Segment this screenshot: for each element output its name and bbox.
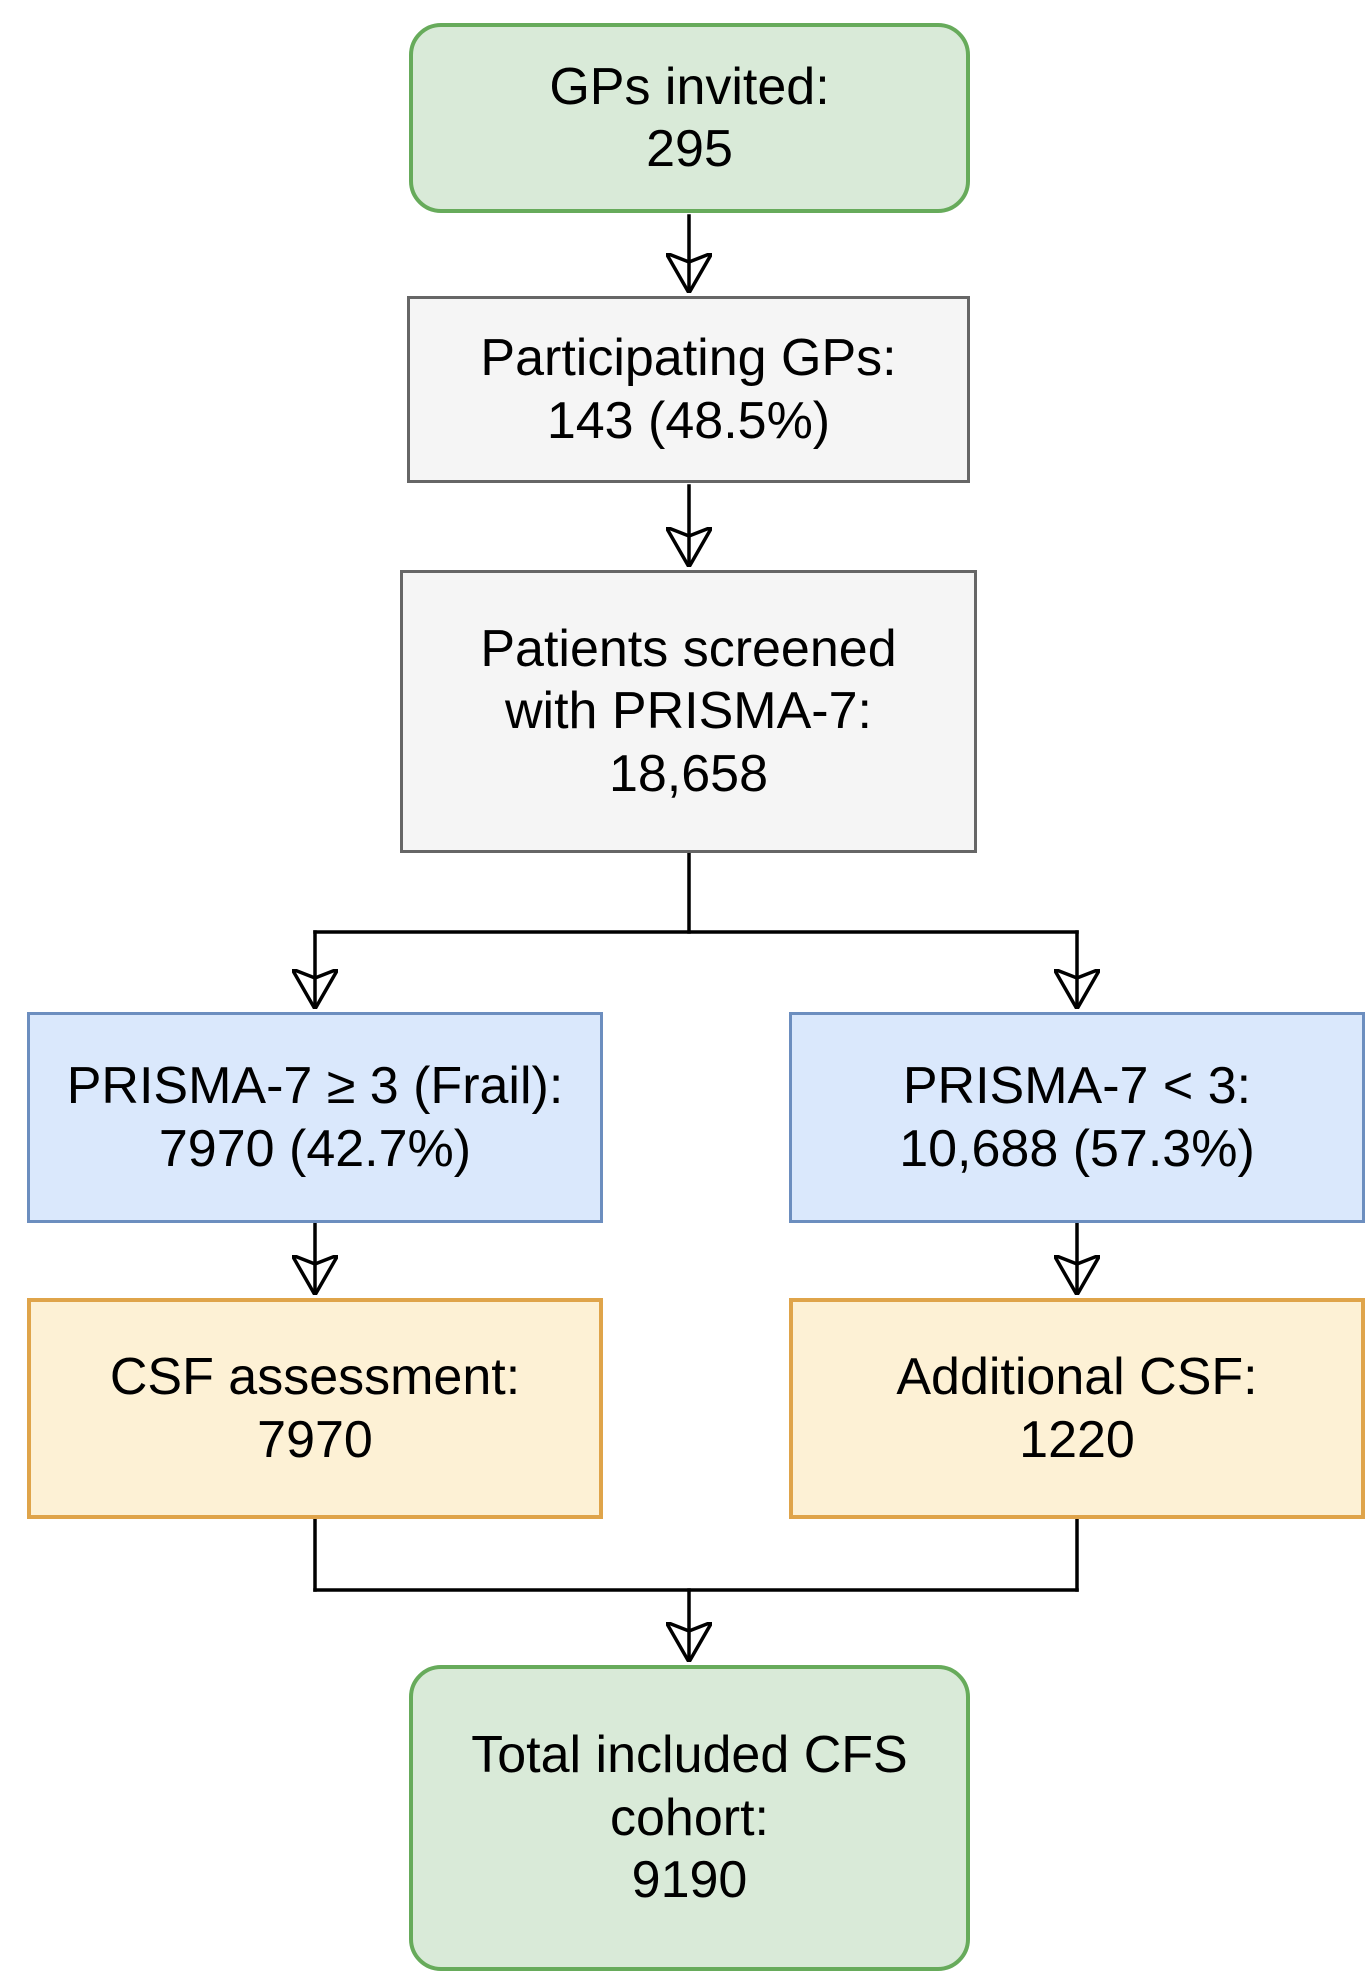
node-line: Total included CFS (471, 1726, 908, 1785)
node-line: Patients screened (480, 619, 897, 678)
node-csf-assessment: CSF assessment: 7970 (27, 1298, 603, 1519)
node-prisma-not-frail: PRISMA-7 < 3: 10,688 (57.3%) (789, 1012, 1365, 1223)
node-total-cohort: Total included CFS cohort: 9190 (409, 1665, 970, 1971)
node-prisma-frail: PRISMA-7 ≥ 3 (Frail): 7970 (42.7%) (27, 1012, 603, 1223)
node-line: 9190 (631, 1851, 748, 1910)
node-line: 143 (48.5%) (546, 391, 831, 450)
node-line: Additional CSF: (896, 1348, 1258, 1407)
node-additional-csf: Additional CSF: 1220 (789, 1298, 1365, 1519)
node-line: PRISMA-7 < 3: (902, 1057, 1252, 1116)
node-line: 18,658 (608, 744, 769, 803)
node-line: Participating GPs: (480, 329, 897, 388)
node-line: 295 (646, 120, 733, 178)
node-line: 7970 (42.7%) (158, 1119, 472, 1178)
node-gps-invited: GPs invited: 295 (409, 23, 970, 213)
node-line: GPs invited: (549, 57, 830, 116)
node-line: 7970 (257, 1410, 373, 1469)
node-line: 10,688 (57.3%) (899, 1119, 1255, 1178)
node-line: PRISMA-7 ≥ 3 (Frail): (66, 1057, 564, 1116)
node-line: with PRISMA-7: (505, 682, 872, 741)
node-patients-screened: Patients screened with PRISMA-7: 18,658 (400, 570, 977, 853)
node-line: cohort: (610, 1788, 769, 1847)
node-line: 1220 (1019, 1410, 1135, 1469)
node-participating-gps: Participating GPs: 143 (48.5%) (407, 296, 970, 483)
node-line: CSF assessment: (109, 1348, 521, 1407)
